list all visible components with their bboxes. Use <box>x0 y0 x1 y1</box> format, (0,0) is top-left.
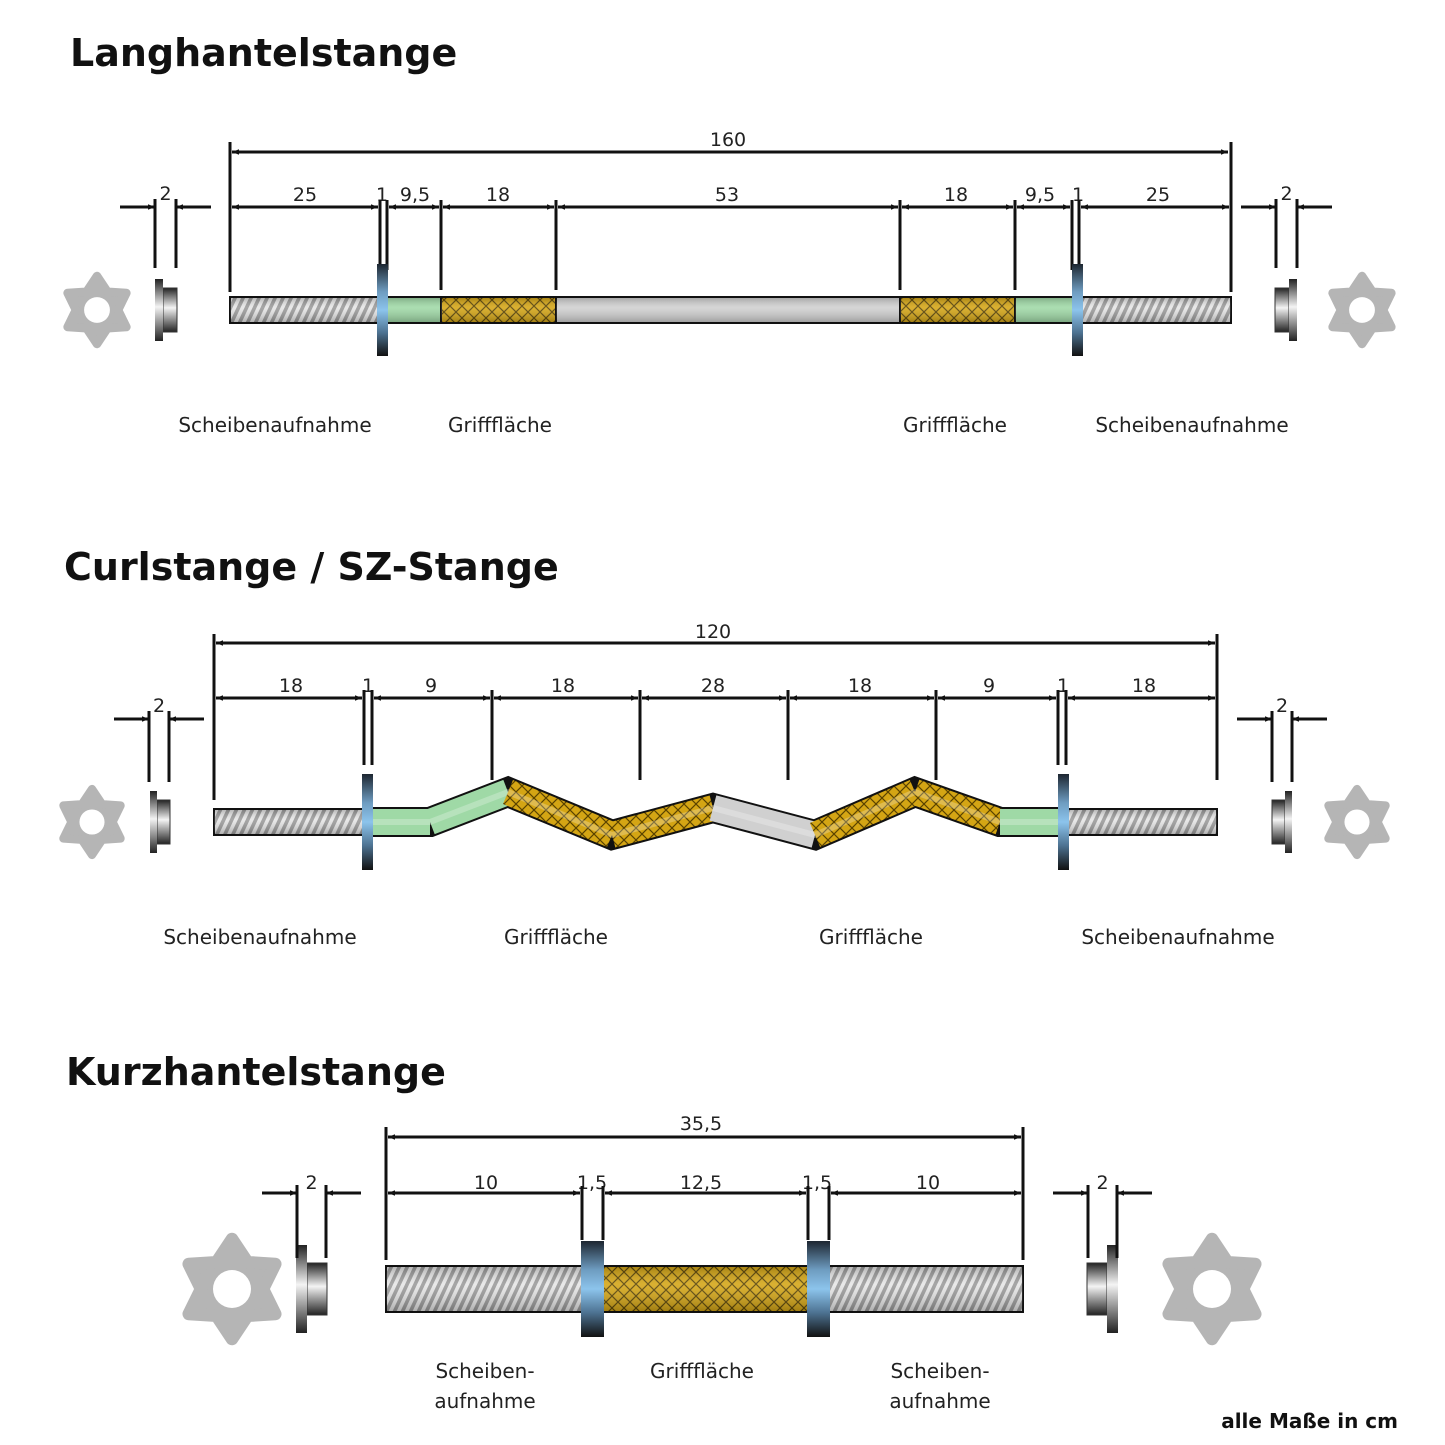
thread-sleeve-shade <box>386 1266 582 1312</box>
star-nut-hole <box>84 297 110 323</box>
clip-width-label: 2 <box>1280 183 1292 205</box>
star-nut-hole <box>213 1270 251 1308</box>
thread-sleeve-shade <box>230 297 380 323</box>
segment-length-label: 1 <box>1072 184 1084 206</box>
clip-plate <box>1107 1245 1118 1333</box>
inner-sleeve-shade <box>387 297 441 323</box>
segment-length-label: 1,5 <box>577 1172 607 1194</box>
clip-width-label: 2 <box>1096 1172 1108 1194</box>
star-nut-hole <box>1349 297 1375 323</box>
segment-length-label: 18 <box>1132 675 1156 697</box>
clip-plate <box>1289 279 1297 341</box>
curl-bar-segment <box>425 779 513 835</box>
segment-length-label: 9 <box>425 675 437 697</box>
inner-sleeve-shade <box>1015 297 1074 323</box>
part-label: Grifffläche <box>650 1359 754 1383</box>
collar <box>581 1241 604 1337</box>
part-label: Scheibenaufnahme <box>178 413 371 437</box>
part-label: aufnahme <box>434 1389 535 1413</box>
collar <box>807 1241 830 1337</box>
curl-bar-segment <box>809 780 921 847</box>
center-section-shade <box>556 297 900 323</box>
clip-plate <box>296 1245 307 1333</box>
segment-length-label: 18 <box>848 675 872 697</box>
clip-hub <box>1271 799 1286 845</box>
section-title: Langhantelstange <box>70 31 457 75</box>
section-title: Curlstange / SZ-Stange <box>64 545 559 589</box>
segment-length-label: 18 <box>551 675 575 697</box>
clip-hub <box>306 1262 328 1316</box>
segment-length-label: 53 <box>715 184 739 206</box>
part-label: aufnahme <box>889 1389 990 1413</box>
curl-bar-segment <box>503 779 617 848</box>
clip-hub <box>162 287 178 333</box>
part-label: Scheibenaufnahme <box>1095 413 1288 437</box>
clip-plate <box>1285 791 1292 853</box>
segment-length-label: 18 <box>944 184 968 206</box>
star-nut-hole <box>1193 1270 1231 1308</box>
segment-length-label: 28 <box>701 675 725 697</box>
curl-bar-segment <box>910 779 1005 835</box>
segment-length-label: 9,5 <box>400 184 430 206</box>
part-label: Grifffläche <box>504 925 608 949</box>
units-footnote: alle Maße in cm <box>1221 1409 1398 1433</box>
curl-bar-segment <box>709 795 819 848</box>
thread-sleeve-shade <box>1081 297 1231 323</box>
part-label: Scheibenaufnahme <box>1081 925 1274 949</box>
clip-width-label: 2 <box>1276 695 1288 717</box>
collar <box>377 264 388 356</box>
collar <box>1072 264 1083 356</box>
segment-length-label: 18 <box>486 184 510 206</box>
segment-length-label: 25 <box>1146 184 1170 206</box>
grip-knurl-shade <box>441 297 556 323</box>
part-label: Grifffläche <box>903 413 1007 437</box>
star-nut-hole <box>79 809 105 835</box>
segment-length-label: 10 <box>474 1172 498 1194</box>
star-nut-hole <box>1344 809 1370 835</box>
segment-length-label: 18 <box>279 675 303 697</box>
clip-hub <box>156 799 171 845</box>
part-label: Scheibenaufnahme <box>163 925 356 949</box>
part-label: Scheiben- <box>435 1359 534 1383</box>
collar <box>362 774 373 870</box>
part-label: Scheiben- <box>890 1359 989 1383</box>
segment-length-label: 25 <box>293 184 317 206</box>
clip-width-label: 2 <box>153 695 165 717</box>
clip-hub <box>1086 1262 1108 1316</box>
segment-length-label: 12,5 <box>680 1172 722 1194</box>
total-length-label: 120 <box>695 621 731 643</box>
clip-width-label: 2 <box>305 1172 317 1194</box>
curl-bar-segment <box>608 795 717 848</box>
segment-length-label: 10 <box>916 1172 940 1194</box>
curl-bar-highlight <box>372 789 1062 838</box>
thread-sleeve-shade <box>829 1266 1023 1312</box>
total-length-label: 160 <box>710 129 746 151</box>
segment-length-label: 9,5 <box>1025 184 1055 206</box>
clip-plate <box>150 791 157 853</box>
part-label: Grifffläche <box>819 925 923 949</box>
part-label: Grifffläche <box>448 413 552 437</box>
thread-sleeve-shade <box>214 809 364 835</box>
thread-sleeve-shade <box>1068 809 1217 835</box>
total-length-label: 35,5 <box>680 1113 722 1135</box>
grip-knurl-shade <box>603 1266 808 1312</box>
segment-length-label: 9 <box>983 675 995 697</box>
section-title: Kurzhantelstange <box>66 1050 446 1094</box>
clip-plate <box>155 279 163 341</box>
collar <box>1058 774 1069 870</box>
clip-width-label: 2 <box>159 183 171 205</box>
grip-knurl-shade <box>900 297 1015 323</box>
clip-hub <box>1274 287 1290 333</box>
